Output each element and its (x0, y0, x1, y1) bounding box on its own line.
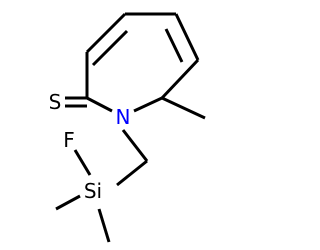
molecule-structure: S N F Si (49, 12, 206, 243)
bond-n1-ch2 (121, 129, 149, 162)
bond-c2-c3 (85, 12, 127, 54)
atom-silicon: Si (84, 179, 102, 203)
bond-si-methyl-left (55, 194, 81, 211)
bond-c5-c6 (160, 58, 200, 100)
bond-n1-c1 (86, 96, 113, 113)
atom-sulfur: S (49, 90, 62, 114)
atom-fluorine: F (63, 128, 75, 152)
bond-ch2-si (116, 159, 148, 187)
bond-c4-c5 (174, 13, 200, 61)
atom-nitrogen: N (116, 105, 131, 129)
bond-si-f (73, 149, 92, 176)
bond-c2-c3-inner (91, 29, 129, 67)
bond-si-methyl-down (97, 208, 111, 243)
bond-c6-n1 (133, 96, 163, 113)
bond-c6-methyl (161, 96, 206, 120)
bond-c4-c5-inner (164, 28, 184, 63)
